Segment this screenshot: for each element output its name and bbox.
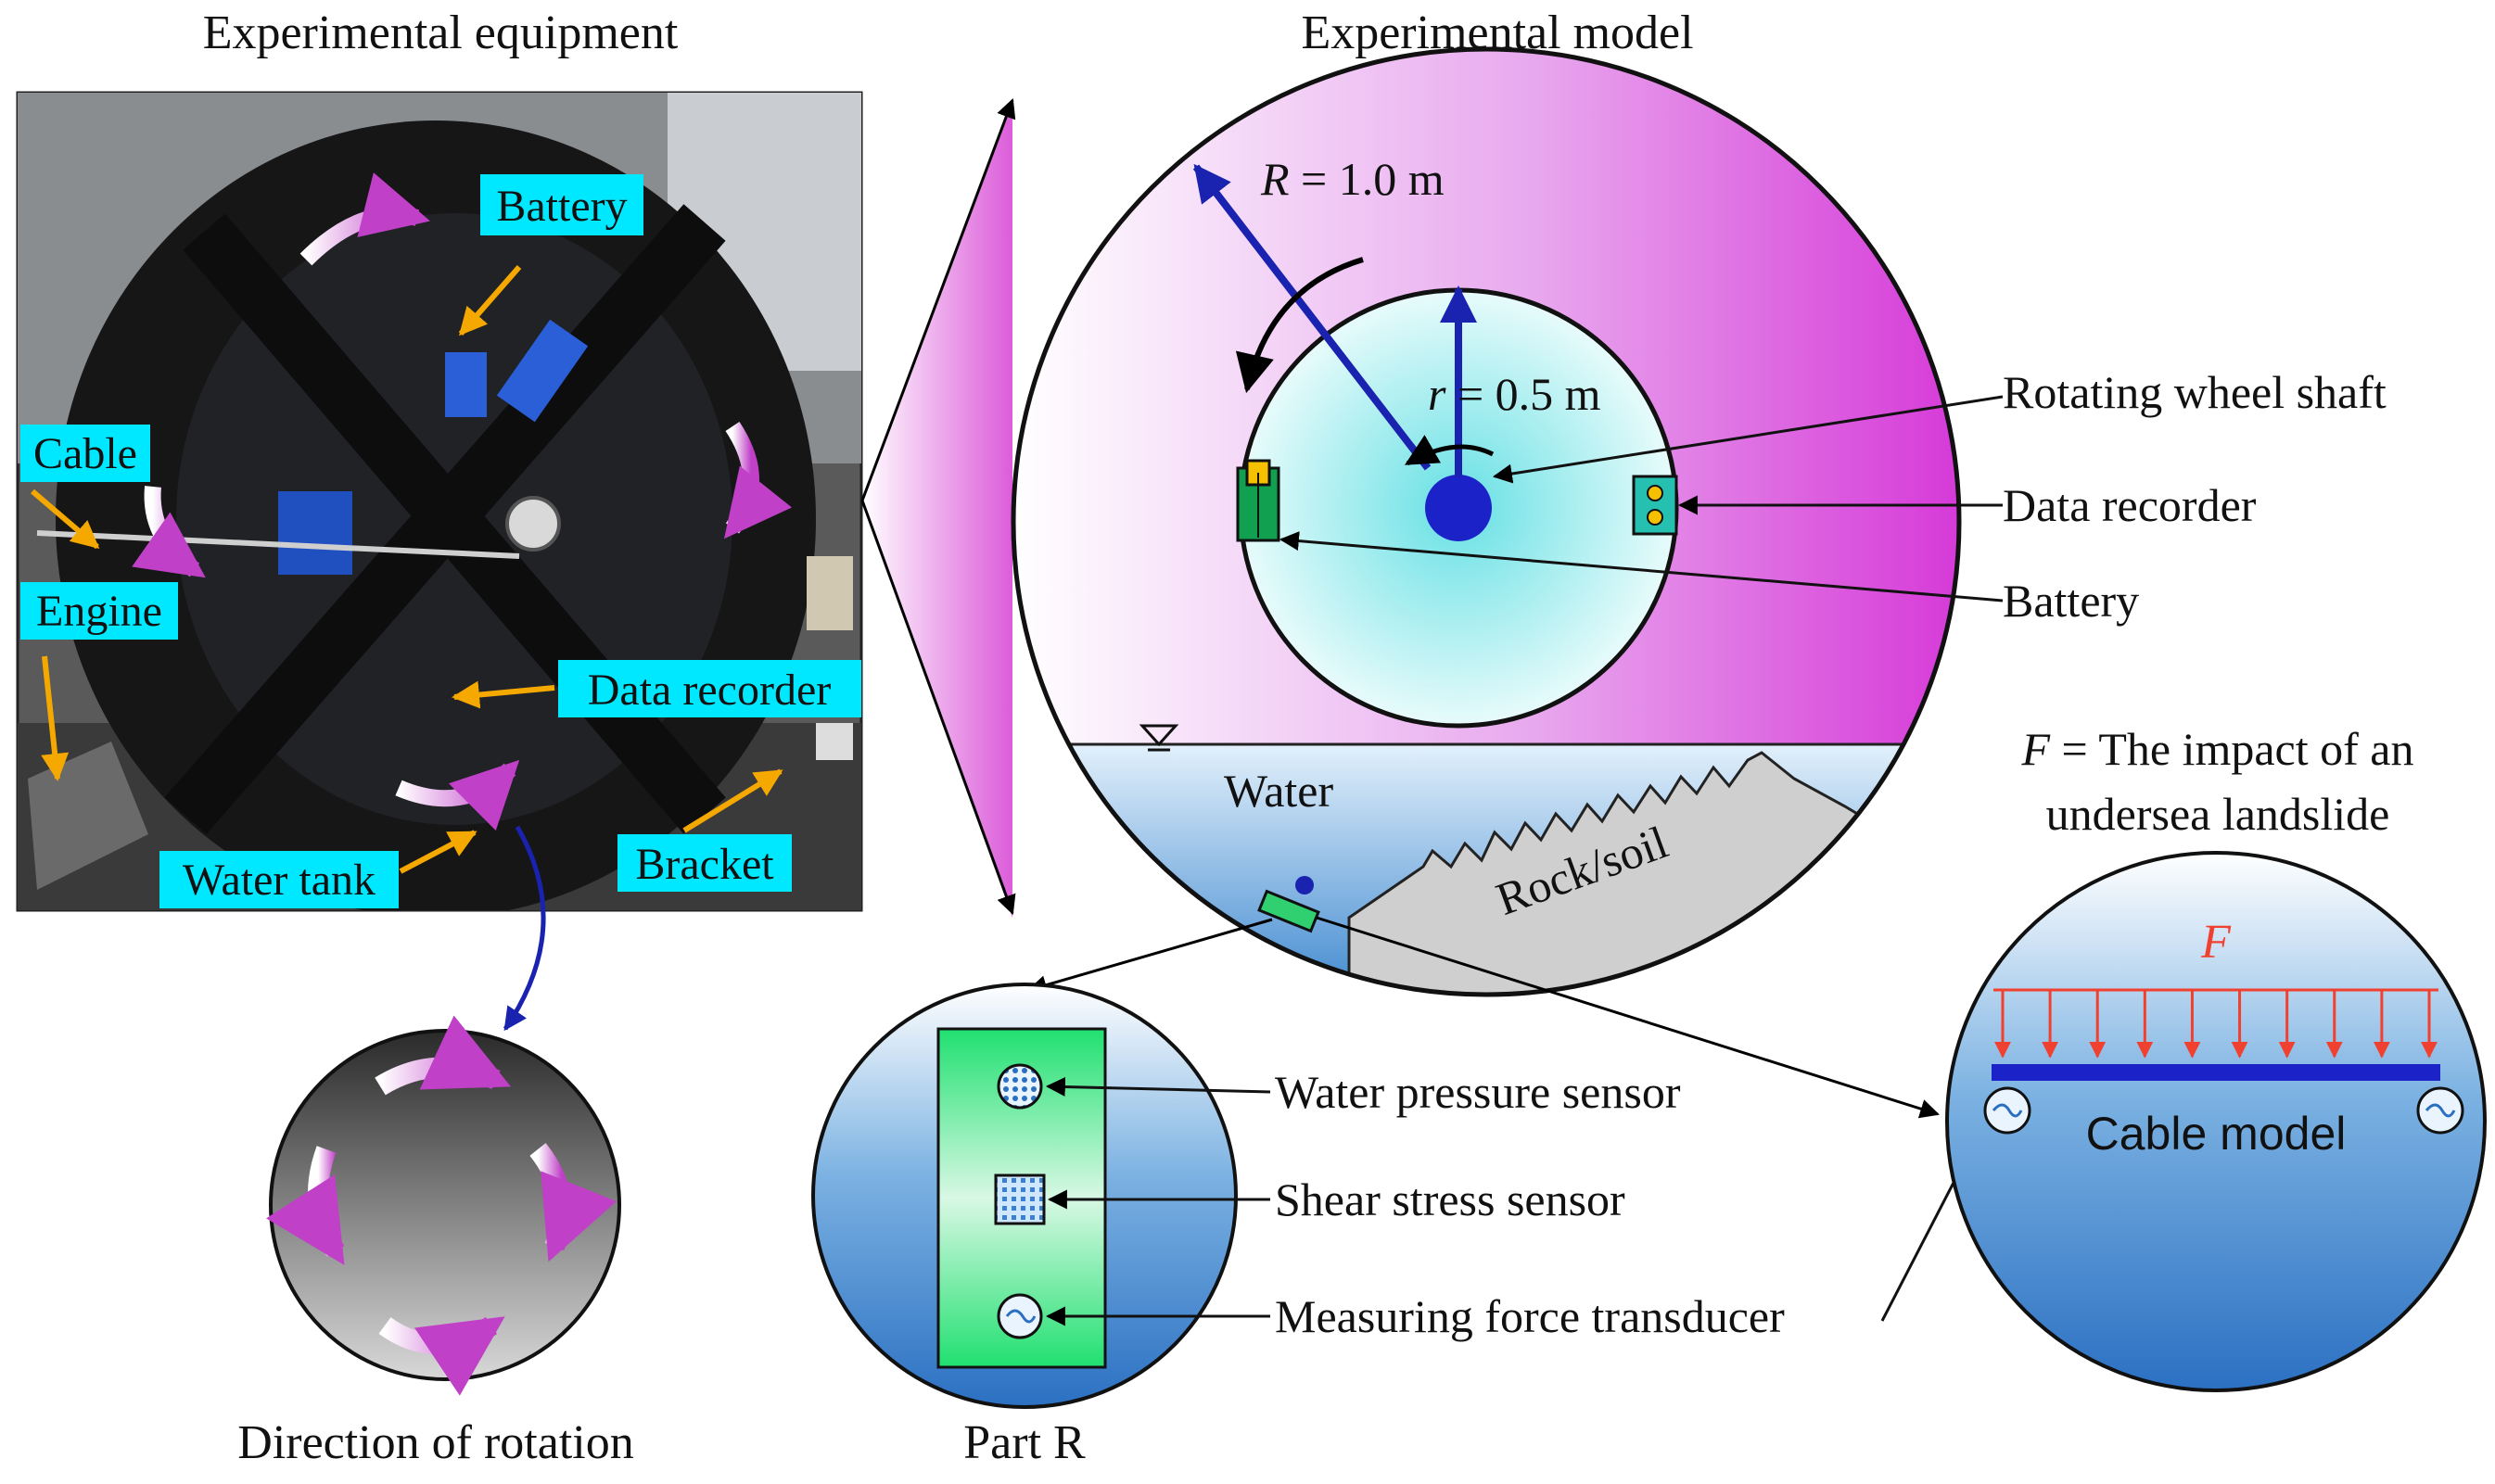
wheel-shaft	[1425, 475, 1492, 541]
rotation-arc-right	[529, 1143, 617, 1262]
svg-text:Engine: Engine	[36, 587, 162, 636]
link-to-cable-detail	[1316, 916, 1941, 1119]
cable-model-label: Cable model	[2086, 1108, 2347, 1160]
force-caption-line1: F = The impact of an	[2021, 723, 2414, 775]
svg-text:Battery: Battery	[496, 182, 627, 231]
callout-line-battery	[1279, 531, 2004, 602]
outer-rotation-arrow	[1235, 257, 1364, 394]
label-bracket: Bracket	[617, 834, 792, 892]
force-arrows	[1994, 990, 2438, 1059]
line-water-pressure	[1045, 1076, 1271, 1097]
svg-text:Cable: Cable	[33, 429, 137, 478]
arrow-cable	[31, 488, 100, 550]
arrow-water-tank	[399, 830, 477, 874]
part-r-detail	[811, 983, 1238, 1409]
force-transducer-icon	[997, 1293, 1043, 1339]
inner-radius-label: r = 0.5 m	[1428, 368, 1601, 420]
callout-data-recorder: Data recorder	[2003, 479, 2257, 531]
experimental-model	[1011, 46, 1962, 997]
label-force-transducer: Measuring force transducer	[1275, 1290, 1785, 1342]
cable-detail	[1945, 851, 2487, 1392]
right-support-icon	[2416, 1086, 2464, 1135]
callout-battery: Battery	[2003, 575, 2139, 627]
part-r-marker	[1257, 889, 1320, 933]
arrow-battery	[458, 265, 522, 336]
zoom-line-top	[860, 98, 1016, 501]
sensor-point	[1295, 876, 1314, 894]
label-data-recorder: Data recorder	[558, 660, 861, 717]
arrow-data-recorder	[452, 680, 555, 709]
model-data-recorder	[1632, 475, 1678, 536]
rotation-arc-bottom	[378, 1316, 505, 1396]
label-shear-stress: Shear stress sensor	[1275, 1173, 1625, 1225]
water-level-symbol	[1139, 724, 1179, 747]
arrow-engine	[41, 655, 70, 781]
outer-radius-arrow	[1192, 163, 1432, 471]
inner-rotation-arrow	[1404, 435, 1495, 466]
label-battery: Battery	[480, 174, 643, 235]
left-support-icon	[1983, 1086, 2031, 1135]
arrow-bracket	[682, 768, 783, 833]
link-to-part-r	[1026, 918, 1273, 995]
zoom-fan	[862, 100, 1012, 918]
rotation-arc-top	[375, 1015, 511, 1096]
label-cable: Cable	[20, 425, 150, 482]
svg-text:Data recorder: Data recorder	[588, 666, 831, 715]
water-label: Water	[1224, 765, 1333, 817]
rotation-arc-left	[266, 1146, 345, 1265]
shear-stress-sensor-icon	[994, 1173, 1046, 1225]
rotation-diagram	[266, 1015, 621, 1396]
model-battery	[1236, 459, 1280, 542]
label-water-pressure: Water pressure sensor	[1275, 1066, 1681, 1118]
label-engine: Engine	[20, 582, 178, 640]
cable-model-bar	[1992, 1064, 2440, 1081]
zoom-line-bottom	[860, 500, 1016, 915]
label-water-tank: Water tank	[159, 851, 399, 908]
callout-shaft: Rotating wheel shaft	[2003, 366, 2387, 418]
arrow-to-rotation	[503, 825, 546, 1032]
outer-radius-label: R = 1.0 m	[1260, 153, 1445, 205]
equipment-photo	[16, 91, 863, 912]
svg-text:Bracket: Bracket	[635, 840, 774, 889]
title-rotation: Direction of rotation	[237, 1416, 633, 1469]
callout-line-shaft	[1492, 395, 2004, 484]
title-part-r: Part R	[963, 1416, 1086, 1469]
title-equipment: Experimental equipment	[203, 6, 679, 59]
water-pressure-sensor-icon	[997, 1063, 1043, 1110]
force-symbol: F	[2200, 916, 2232, 969]
force-caption-line2: undersea landslide	[2046, 788, 2390, 840]
svg-text:Water tank: Water tank	[183, 856, 376, 905]
